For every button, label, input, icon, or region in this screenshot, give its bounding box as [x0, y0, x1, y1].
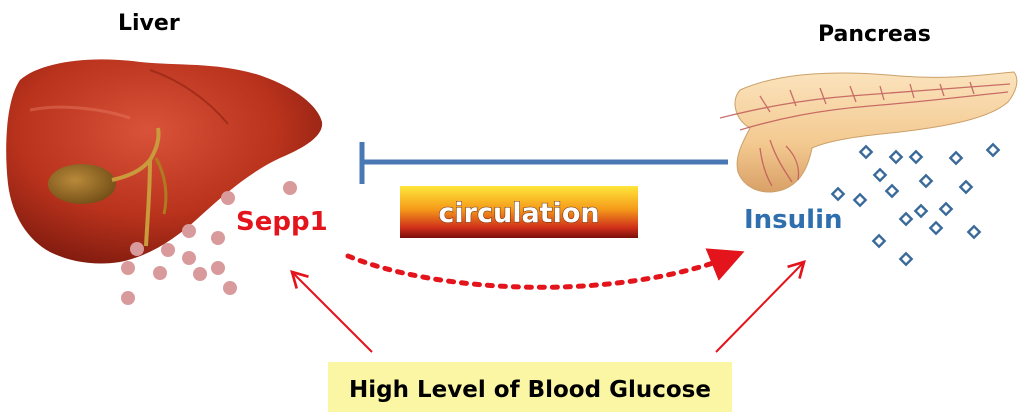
- glucose-box: High Level of Blood Glucose: [328, 362, 732, 412]
- insulin-label: Insulin: [744, 205, 843, 235]
- insulin-particles: [830, 142, 1001, 267]
- sepp1-particles: [121, 181, 297, 305]
- inhibition-line: [359, 142, 728, 184]
- pancreas-label: Pancreas: [818, 22, 931, 47]
- glucose-to-insulin-arrow: [715, 260, 806, 353]
- glucose-to-sepp1-arrow: [290, 270, 373, 353]
- liver-illustration: [6, 59, 323, 264]
- sepp1-label: Sepp1: [236, 207, 328, 237]
- sepp1-to-insulin-arrow: [345, 248, 745, 290]
- pancreas-illustration: [719, 71, 1018, 193]
- circulation-label: circulation: [438, 198, 599, 229]
- circulation-box: circulation: [400, 186, 638, 238]
- liver-label: Liver: [118, 11, 180, 36]
- glucose-label: High Level of Blood Glucose: [349, 377, 711, 403]
